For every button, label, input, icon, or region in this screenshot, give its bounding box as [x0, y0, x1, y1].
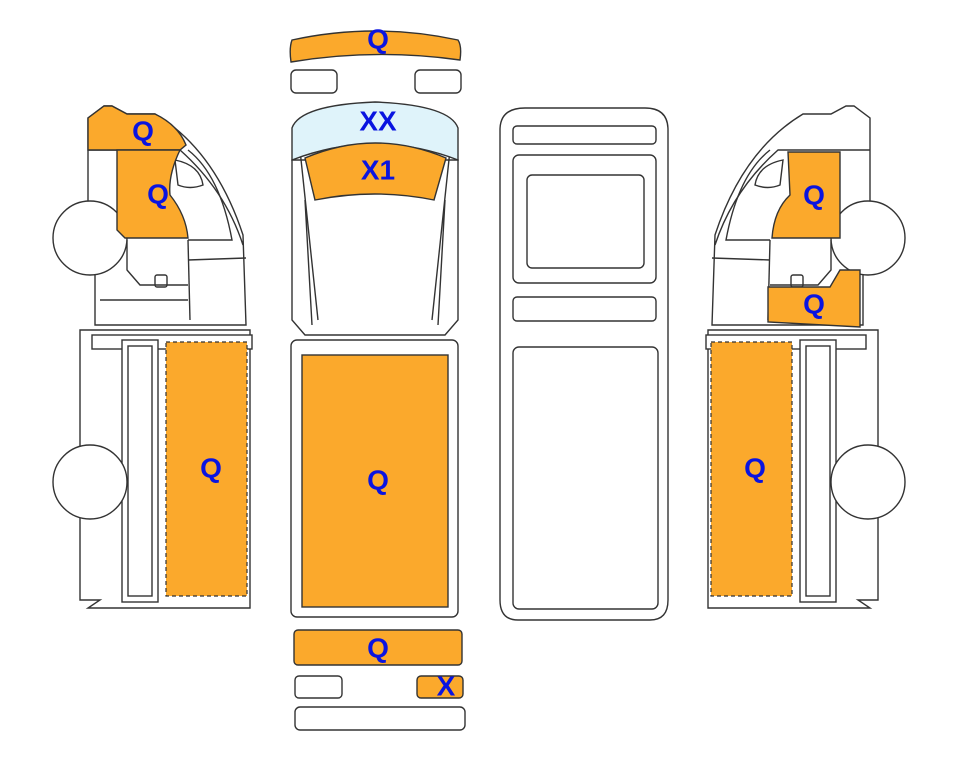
- right-cargo-side-label: Q: [744, 452, 766, 483]
- right-cab-lower-label: Q: [803, 288, 825, 319]
- left-cab-door-panel[interactable]: [116, 149, 189, 239]
- rear-bumper-label: Q: [367, 632, 389, 663]
- left-cargo-side-label: Q: [200, 452, 222, 483]
- floor-view: [499, 107, 669, 621]
- left-cab-upper-panel[interactable]: [87, 105, 187, 151]
- rear-bumper[interactable]: [293, 629, 463, 666]
- right-cab-door-label: Q: [803, 179, 825, 210]
- rear-step[interactable]: [294, 706, 466, 731]
- hood-panel[interactable]: [304, 142, 447, 201]
- right-headlight[interactable]: [414, 69, 462, 94]
- rear-right-light[interactable]: [416, 675, 464, 699]
- left-side-view: Q Q Q: [52, 105, 253, 609]
- roof-label: Q: [367, 464, 389, 495]
- left-cab-upper-label: Q: [132, 115, 154, 146]
- right-cab-lower-panel[interactable]: [767, 269, 861, 328]
- rear-left-light[interactable]: [294, 675, 343, 699]
- front-bumper[interactable]: [289, 30, 462, 63]
- rear-right-light-label: X: [437, 670, 456, 701]
- front-bumper-label: Q: [367, 23, 389, 54]
- right-side-view: Q Q Q: [705, 105, 906, 609]
- left-headlight[interactable]: [290, 69, 338, 94]
- left-cab-door-label: Q: [147, 178, 169, 209]
- roof-panel[interactable]: [301, 354, 449, 608]
- left-cargo-side-panel[interactable]: [165, 341, 248, 597]
- right-cab-door-panel[interactable]: [771, 151, 841, 239]
- right-cargo-side-panel[interactable]: [710, 341, 793, 597]
- top-view: Q XX X1 Q Q X: [289, 23, 466, 731]
- hood-label: X1: [361, 154, 395, 185]
- windshield-label: XX: [359, 105, 397, 136]
